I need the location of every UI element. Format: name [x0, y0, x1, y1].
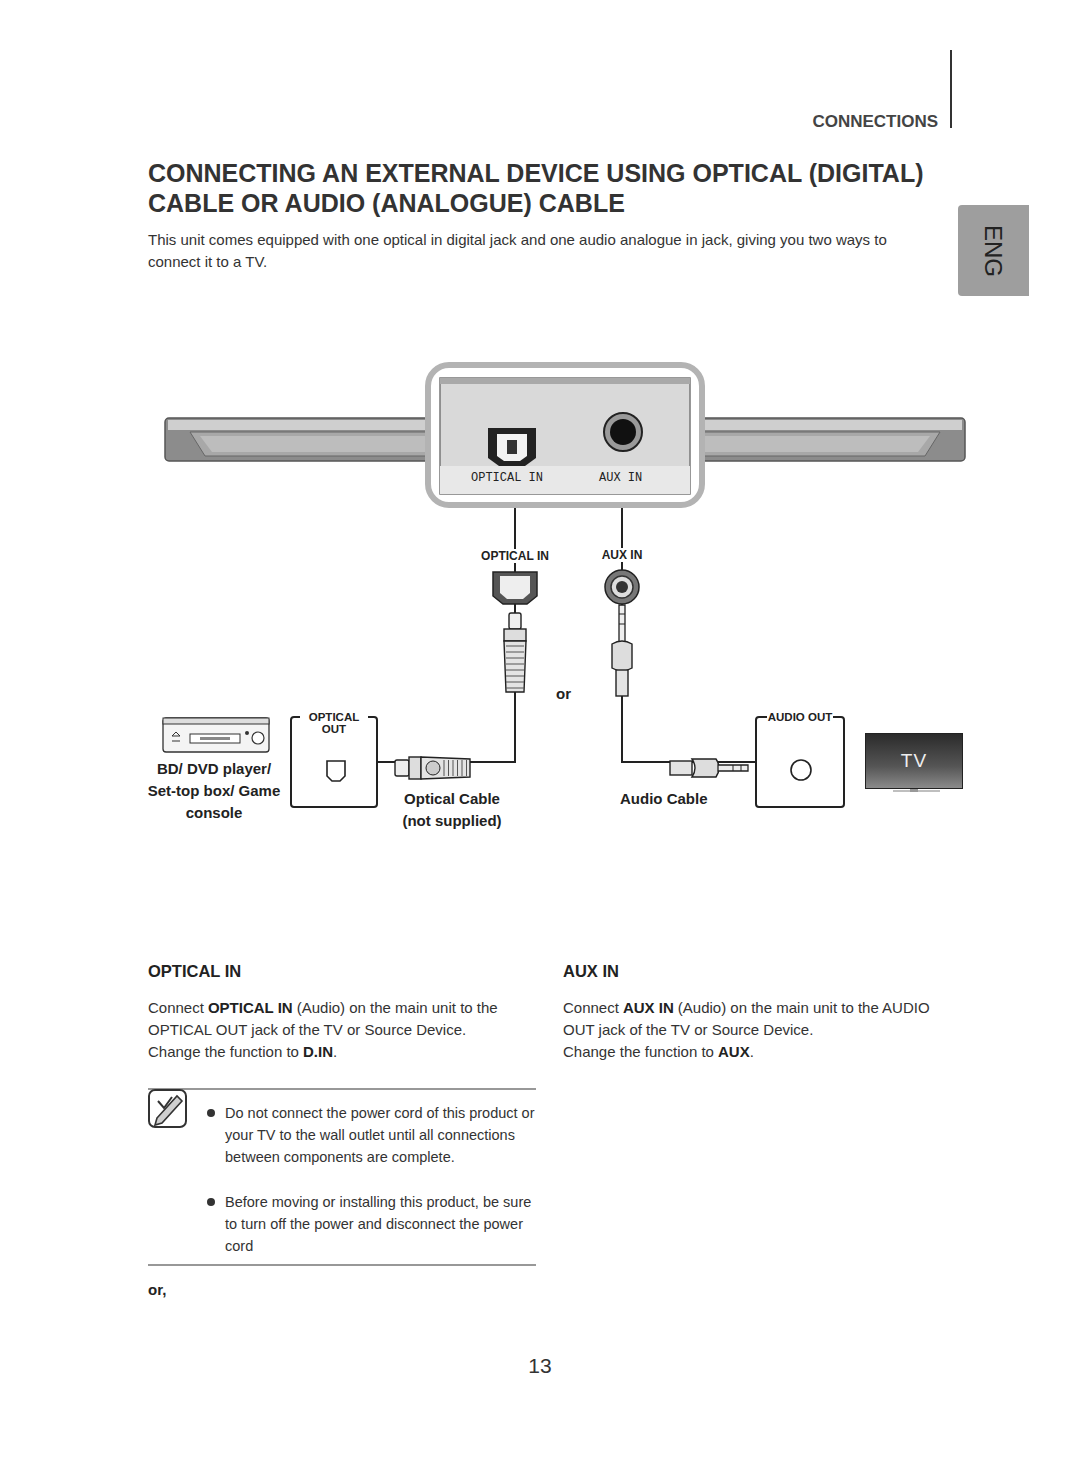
tv-label: TV [866, 734, 962, 788]
tab-label: ENG [958, 205, 1029, 296]
jack-label: OPTICAL IN [480, 549, 550, 563]
section-heading: AUX IN [563, 962, 619, 981]
body-text: Change the function to [563, 1043, 714, 1060]
bold-term: AUX IN [623, 999, 674, 1016]
note-icon [149, 1090, 186, 1127]
body-text: Change the function to [148, 1043, 299, 1060]
language-tab: ENG [958, 205, 1029, 296]
jack-label: AUX IN [599, 471, 642, 485]
paragraph: Change the function toD.IN. [148, 1041, 538, 1063]
aux-plug [670, 759, 748, 777]
audio-out-jack-box: AUDIO OUT [755, 716, 845, 808]
body-text: Connect [148, 999, 204, 1016]
intro-text: This unit comes equipped with one optica… [148, 229, 923, 273]
page-title: CONNECTING AN EXTERNAL DEVICE USING OPTI… [148, 158, 938, 218]
tv: TV [865, 733, 963, 789]
tab-text: ENG [979, 224, 1007, 276]
aux-plug [612, 605, 632, 696]
header-rule [950, 50, 952, 128]
body-text: . [333, 1043, 337, 1060]
jack-heading: OPTICAL OUT [300, 711, 368, 735]
cable [378, 508, 515, 762]
paragraph: ConnectOPTICAL IN(Audio) on the main uni… [148, 997, 538, 1041]
note-rule [148, 1088, 536, 1089]
paragraph: Change the function toAUX. [563, 1041, 953, 1063]
input-panel-zoom: OPTICAL IN AUX IN [425, 362, 705, 508]
bold-term: D.IN [303, 1043, 333, 1060]
audio-out-jack-box-art [757, 718, 843, 806]
or-label: or, [148, 1281, 166, 1298]
optical-plug [504, 613, 526, 692]
bold-term: OPTICAL IN [208, 999, 293, 1016]
optical-jack-icon [493, 572, 537, 604]
section-heading: OPTICAL IN [148, 962, 241, 981]
body-text: Connect [563, 999, 619, 1016]
cable-label: Optical Cable (not supplied) [392, 788, 512, 832]
bullet [207, 1198, 215, 1206]
optical-plug [395, 757, 470, 779]
bold-term: AUX [718, 1043, 750, 1060]
cable [622, 508, 755, 762]
jack-label: OPTICAL IN [471, 471, 543, 485]
note-text: Before moving or installing this product… [225, 1191, 537, 1257]
page-number: 13 [500, 1354, 580, 1378]
source-device: BD/ DVD player/ Set-top box/ Game consol… [144, 714, 286, 826]
cable-label: Audio Cable [620, 788, 708, 810]
optical-out-jack-box: OPTICAL OUT [290, 716, 378, 808]
jack-heading: AUDIO OUT [767, 711, 833, 723]
or-label: or [556, 685, 571, 702]
body-text: . [750, 1043, 754, 1060]
paragraph: ConnectAUX IN(Audio) on the main unit to… [563, 997, 953, 1041]
device-label: BD/ DVD player/ Set-top box/ Game consol… [144, 758, 284, 824]
note-rule [148, 1264, 536, 1265]
jack-label: AUX IN [597, 548, 647, 562]
note-text: Do not connect the power cord of this pr… [225, 1102, 537, 1168]
aux-jack-icon [605, 570, 639, 604]
bullet [207, 1109, 215, 1117]
section-header: CONNECTIONS [812, 112, 938, 132]
